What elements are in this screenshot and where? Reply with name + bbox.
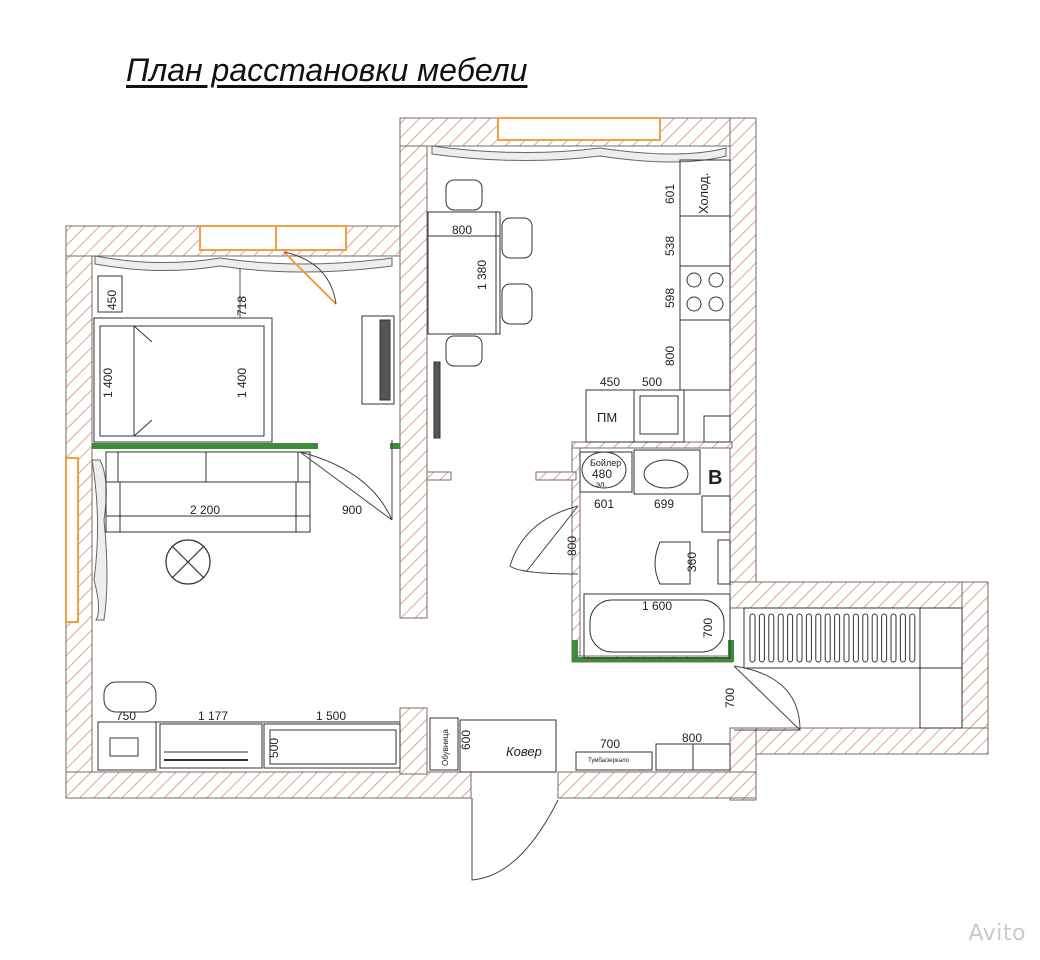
hanger — [796, 613, 803, 663]
washbasin — [633, 449, 701, 495]
green-walls — [92, 443, 734, 662]
wall-bottom-right — [557, 771, 757, 799]
dim-h-700: 700 — [600, 737, 620, 751]
dim-k-538: 538 — [663, 236, 677, 256]
wall-bath-stub — [535, 471, 577, 481]
cabinet-sub: Тумба/зеркало — [588, 758, 630, 764]
dim-bed-w1: 1 400 — [101, 368, 115, 398]
hanger — [815, 613, 822, 663]
dim-b-699: 699 — [654, 497, 674, 511]
b-marker: В — [708, 467, 722, 489]
bathroom-fixtures — [579, 449, 731, 659]
wall-bottom-left — [65, 771, 472, 799]
window-kitchen-top — [497, 117, 661, 141]
dim-h-800: 800 — [682, 731, 702, 745]
hanger — [881, 613, 888, 663]
dim-bed-table: 450 — [105, 290, 119, 310]
doors — [283, 251, 801, 881]
dim-bed-w2: 1 400 — [235, 368, 249, 398]
windows — [65, 117, 661, 623]
dim-shoe-600: 600 — [459, 730, 473, 750]
dim-cab-500: 500 — [267, 738, 281, 758]
storage-cabinet — [263, 723, 401, 769]
tv-stand — [361, 315, 395, 405]
kitchen-sink — [633, 389, 685, 443]
hanger — [890, 613, 897, 663]
wall-annex-bottom — [729, 727, 989, 755]
hob — [679, 265, 731, 321]
carpet-label: Ковер — [506, 744, 542, 759]
toilet — [654, 541, 691, 585]
wall-kitchen-right — [729, 117, 757, 589]
hanger — [768, 613, 775, 663]
shoe-rack — [429, 717, 459, 771]
wall-partition — [399, 117, 428, 619]
bed-frame — [93, 317, 273, 443]
watermark: Avito — [968, 921, 1026, 946]
dim-bath-700: 700 — [701, 618, 715, 638]
hanger — [862, 613, 869, 663]
wall-annex-top — [729, 581, 989, 609]
hall-cabinet-700 — [575, 751, 653, 771]
bathtub — [583, 593, 731, 659]
kitchen-counter — [585, 159, 731, 443]
window-room-left — [65, 457, 79, 623]
dim-boiler-480: 480 — [592, 467, 612, 481]
dishwasher-label: ПМ — [597, 410, 617, 425]
hanger — [834, 613, 841, 663]
wall-entry-stub — [399, 707, 428, 775]
window-room-top — [199, 225, 347, 251]
dim-b-601: 601 — [594, 497, 614, 511]
wall-kitchen-stub — [426, 471, 452, 481]
dim-tv-1177: 1 177 — [198, 709, 228, 723]
sofa — [105, 451, 311, 533]
wardrobe — [743, 607, 963, 729]
dim-cab-1500: 1 500 — [316, 709, 346, 723]
dim-dw-450: 450 — [600, 375, 620, 389]
walls — [65, 117, 989, 801]
hanger — [805, 613, 812, 663]
desk-chair — [97, 681, 401, 771]
wall-bath-top — [571, 441, 733, 449]
plan-title: План расстановки мебели — [126, 52, 528, 88]
hanger — [871, 613, 878, 663]
shoe-rack-label: Обувница — [441, 729, 450, 766]
dim-desk-750: 750 — [116, 709, 136, 723]
entry-furniture — [429, 717, 731, 773]
wardrobe-hangers — [749, 613, 916, 663]
dining-table — [427, 179, 533, 367]
hanger — [899, 613, 906, 663]
hanger — [777, 613, 784, 663]
boiler-sub: эл. — [596, 480, 607, 489]
dim-k-800: 800 — [663, 346, 677, 366]
lamp-icon — [165, 539, 211, 585]
hanger — [824, 613, 831, 663]
hanger — [909, 613, 916, 663]
dim-table-w: 800 — [452, 223, 472, 237]
bedside-table — [97, 275, 123, 313]
tv-cabinet — [159, 723, 263, 769]
dim-sink-500: 500 — [642, 375, 662, 389]
hanger — [758, 613, 765, 663]
dim-k-601: 601 — [663, 184, 677, 204]
dim-door-900: 900 — [342, 503, 362, 517]
dim-door-700: 700 — [723, 688, 737, 708]
hanger — [843, 613, 850, 663]
hanger — [787, 613, 794, 663]
dim-bed-top: 718 — [235, 296, 249, 316]
dim-wc-360: 360 — [685, 552, 699, 572]
boiler-label: Бойлер — [590, 458, 621, 468]
fridge-label: Холод. — [696, 173, 711, 214]
dim-bath-1600: 1 600 — [642, 599, 672, 613]
bed — [93, 268, 273, 443]
carpet — [459, 719, 557, 773]
dim-table-l: 1 380 — [475, 260, 489, 290]
hanger — [749, 613, 756, 663]
hanger — [852, 613, 859, 663]
dim-k-598: 598 — [663, 288, 677, 308]
kitchen-tv — [433, 361, 441, 439]
dim-b-800: 800 — [565, 536, 579, 556]
dim-sofa: 2 200 — [190, 503, 220, 517]
